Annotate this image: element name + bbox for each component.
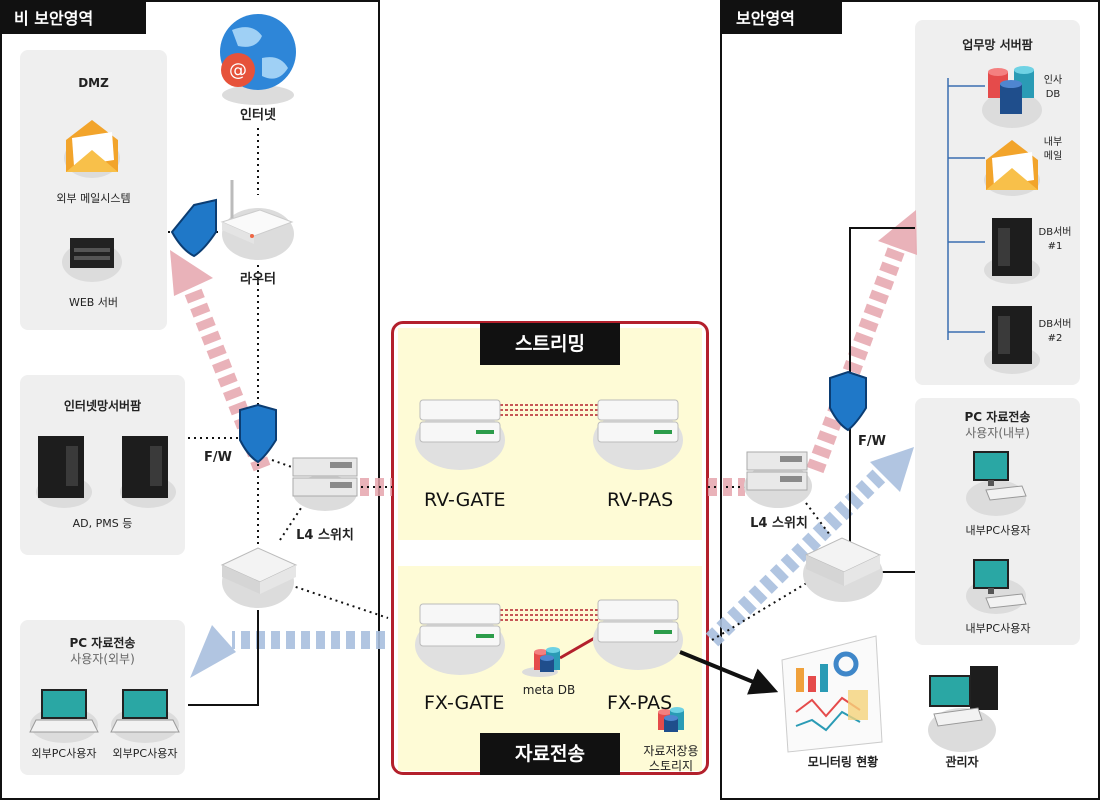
monitoring-dashboard-icon <box>781 635 883 753</box>
internet-server-farm-title: 인터넷망서버팜 <box>63 399 142 413</box>
monitor-arrow <box>679 650 779 695</box>
internal-user-1-label: 내부PC사용자 <box>965 524 1031 537</box>
server-farm-caption: AD, PMS 등 <box>72 517 133 530</box>
external-pc-transfer-subtitle: 사용자(외부) <box>70 652 135 666</box>
hr-db-label: 인사 DB <box>1036 74 1070 102</box>
internal-pc-1-icon <box>966 451 1027 516</box>
internal-pc-2-icon <box>966 559 1027 614</box>
admin-pc-icon <box>928 666 998 752</box>
db-server-1-icon <box>984 218 1040 284</box>
db-server-1-label: DB서버 #1 <box>1032 226 1078 254</box>
right-switch-icon <box>803 537 883 602</box>
rv-pas-server-icon <box>593 399 683 470</box>
svg-text:@: @ <box>229 60 247 81</box>
internal-pc-transfer-subtitle: 사용자(내부) <box>965 426 1030 440</box>
dmz-title: DMZ <box>78 76 109 90</box>
internal-mail-label-line1: 내부 <box>1043 137 1063 148</box>
right-l4-label: L4 스위치 <box>750 516 808 531</box>
web-server-icon <box>62 238 122 282</box>
internet-server-1-icon <box>36 436 92 508</box>
rv-pas-label: RV-PAS <box>607 489 674 511</box>
admin-label: 관리자 <box>945 755 979 769</box>
db-server-1-label-line2: #1 <box>1047 241 1063 252</box>
fx-pas-label: FX-PAS <box>607 692 673 714</box>
right-l4-switch-icon <box>744 451 812 508</box>
internal-mail-icon <box>984 140 1040 196</box>
meta-db-label: meta DB <box>522 683 576 697</box>
monitoring-label: 모니터링 현황 <box>807 755 879 769</box>
external-mail-icon <box>64 120 120 178</box>
db-server-1-label-line1: DB서버 <box>1038 227 1072 238</box>
secure-zone-tag: 보안영역 <box>722 0 842 34</box>
right-fw-shield-icon <box>829 370 867 432</box>
work-server-farm-title: 업무망 서버팜 <box>962 38 1033 52</box>
rv-gate-server-icon <box>415 399 505 470</box>
non-secure-zone-tag: 비 보안영역 <box>0 0 146 34</box>
right-fw-label: F/W <box>858 434 886 449</box>
storage-icon <box>658 707 684 732</box>
external-laptop-1-icon <box>29 689 99 743</box>
db-server-2-label-line1: DB서버 <box>1038 319 1072 330</box>
left-l4-switch-icon <box>292 457 358 511</box>
storage-label-line2: 스토리지 <box>648 759 694 773</box>
solid-links <box>188 227 915 706</box>
server-farm-tree <box>947 78 985 340</box>
external-user-1-label: 외부PC사용자 <box>31 747 97 760</box>
meta-db-icon <box>522 647 560 677</box>
router-icon <box>220 180 294 260</box>
router-label: 라우터 <box>240 272 276 287</box>
fx-gate-server-icon <box>415 603 505 675</box>
internal-user-2-label: 내부PC사용자 <box>965 622 1031 635</box>
rv-gate-label: RV-GATE <box>424 489 506 511</box>
internal-mail-label-line2: 메일 <box>1043 151 1063 162</box>
left-l4-label: L4 스위치 <box>296 528 354 543</box>
db-server-2-label-line2: #2 <box>1047 333 1063 344</box>
external-pc-transfer-title: PC 자료전송 <box>69 636 136 650</box>
hr-db-label-line2: DB <box>1045 89 1061 100</box>
fx-link <box>500 609 600 621</box>
db-server-2-label: DB서버 #2 <box>1032 318 1078 346</box>
external-laptop-2-icon <box>110 689 180 743</box>
flow-arrow-blue-right <box>705 447 914 647</box>
rv-link <box>500 404 600 416</box>
hr-db-icon <box>982 66 1042 128</box>
fx-gate-label: FX-GATE <box>424 692 505 714</box>
external-user-2-label: 외부PC사용자 <box>112 747 178 760</box>
internet-server-2-icon <box>120 436 176 508</box>
streaming-tag: 스트리밍 <box>480 323 620 365</box>
left-switch-icon <box>220 547 298 608</box>
internal-mail-label: 내부 메일 <box>1036 136 1070 164</box>
web-server-label: WEB 서버 <box>68 296 119 309</box>
left-fw-label: F/W <box>204 450 232 465</box>
globe-icon: @ <box>220 14 296 105</box>
transfer-tag: 자료전송 <box>480 733 620 775</box>
fx-pas-server-icon <box>593 599 683 670</box>
flow-arrow-blue-left <box>190 625 385 678</box>
external-mail-label: 외부 메일시스템 <box>56 192 131 205</box>
left-fw-shield-icon <box>239 403 277 464</box>
internal-pc-transfer-title: PC 자료전송 <box>964 410 1031 424</box>
hr-db-label-line1: 인사 <box>1043 75 1063 86</box>
internet-label: 인터넷 <box>240 108 276 123</box>
storage-label-line1: 자료저장용 <box>643 744 699 758</box>
left-router-shield-icon <box>170 198 217 258</box>
dmz-panel: DMZ <box>20 50 167 330</box>
db-server-2-icon <box>984 306 1040 374</box>
